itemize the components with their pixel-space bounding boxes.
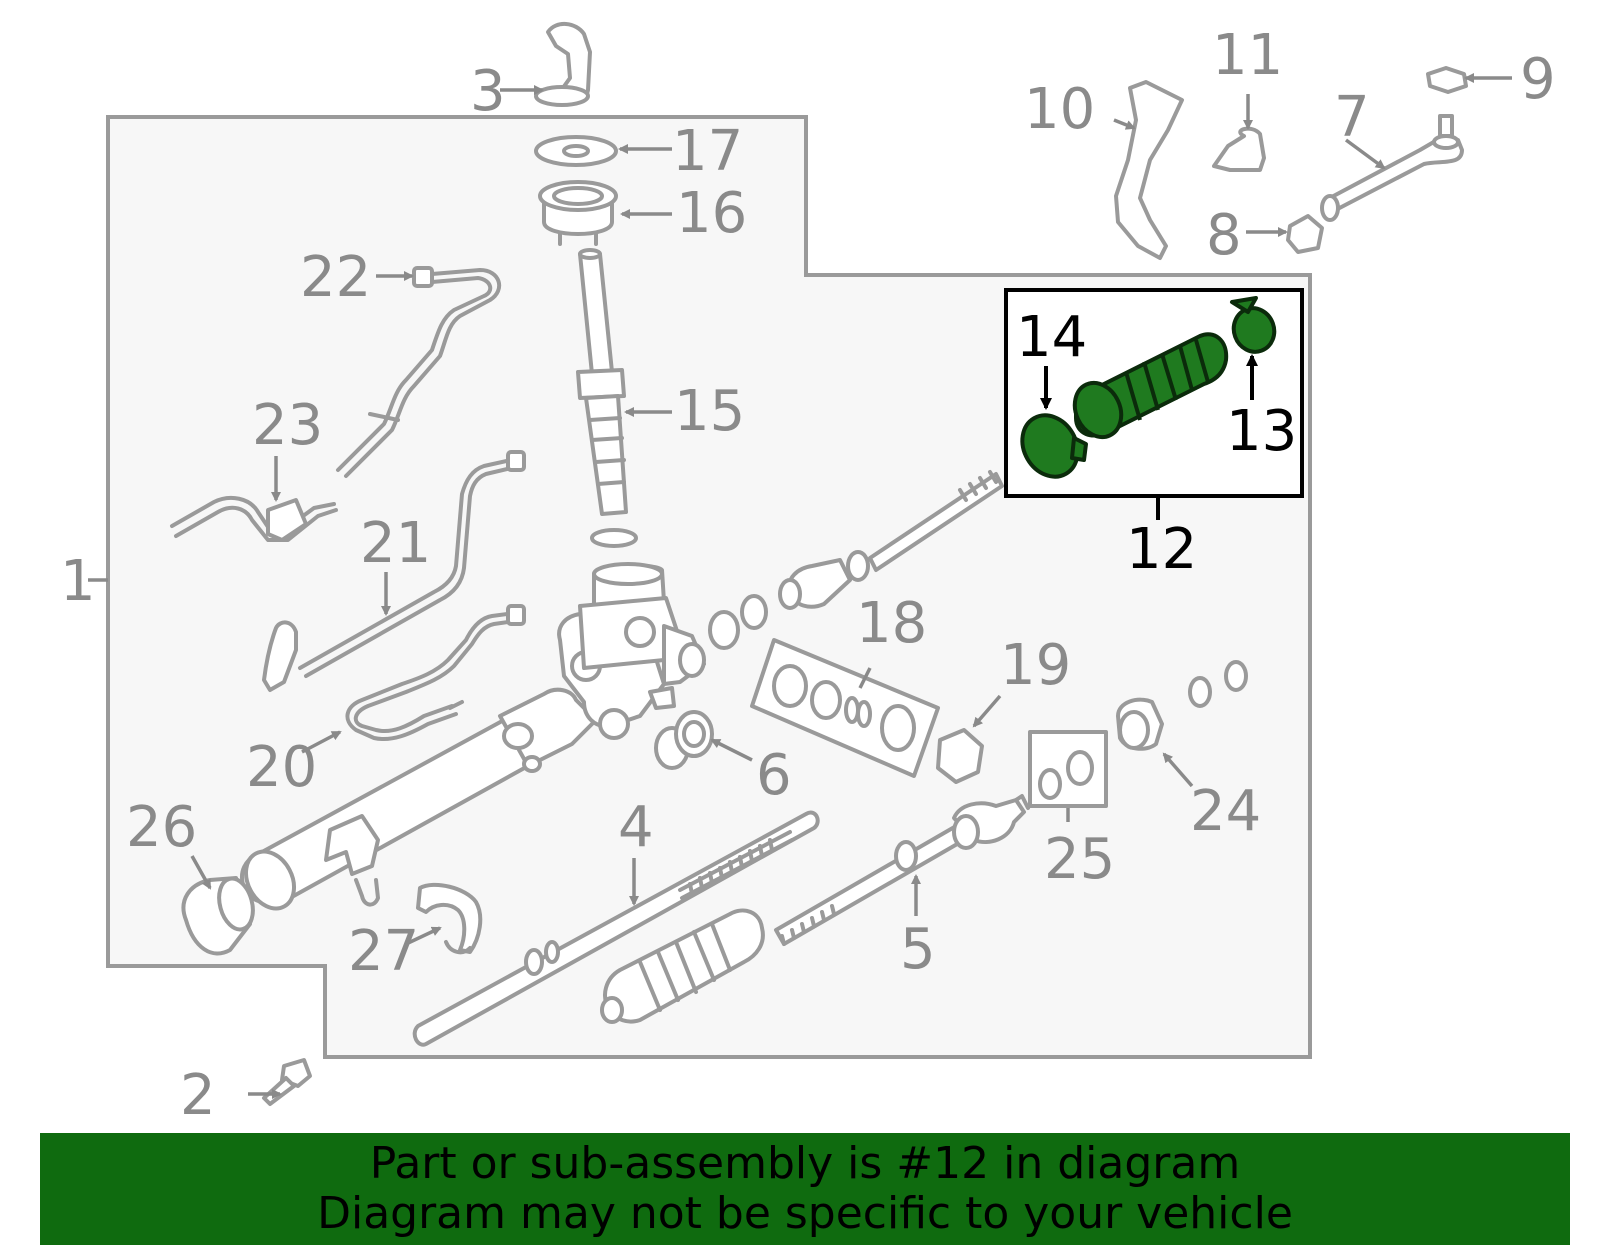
part-17-washer[interactable] [534, 135, 618, 167]
part-3-bracket[interactable] [534, 22, 592, 107]
label-10: 10 [1024, 77, 1095, 142]
part-20-pipe[interactable] [345, 604, 526, 741]
part-19-nut[interactable] [936, 728, 984, 784]
label-2: 2 [180, 1063, 216, 1128]
part-25-oring-kit[interactable] [1028, 730, 1108, 808]
part-12-boot[interactable] [1066, 332, 1229, 444]
banner-line-2: Diagram may not be specific to your vehi… [317, 1188, 1293, 1239]
part-26-cap[interactable] [181, 875, 258, 956]
part-14-clamp[interactable] [1011, 405, 1088, 486]
label-13: 13 [1226, 399, 1297, 464]
label-8: 8 [1206, 203, 1242, 268]
part-2-bolt[interactable] [262, 1058, 312, 1106]
label-18: 18 [856, 591, 927, 656]
part-16-cap[interactable] [538, 180, 618, 246]
assembly-outline [106, 115, 1312, 1059]
part-11-clip[interactable] [1212, 126, 1266, 172]
label-26: 26 [126, 795, 197, 860]
rack-boot-lower [600, 908, 765, 1024]
label-23: 23 [252, 393, 323, 458]
label-6: 6 [756, 743, 792, 808]
label-21: 21 [360, 511, 431, 576]
label-9: 9 [1520, 47, 1556, 112]
label-19: 19 [1000, 633, 1071, 698]
banner-line-1: Part or sub-assembly is #12 in diagram [369, 1138, 1241, 1189]
part-4-rack[interactable] [412, 810, 820, 1047]
label-5: 5 [900, 917, 936, 982]
part-6-bushing[interactable] [654, 710, 714, 770]
callout-labels: 1 2 3 4 5 6 7 8 9 10 11 12 13 14 15 16 1… [60, 23, 1556, 1128]
part-18-seal-kit[interactable] [750, 638, 940, 778]
part-7-tie-rod-end[interactable] [1320, 114, 1464, 222]
label-7: 7 [1334, 85, 1370, 150]
part-15-pinion-shaft[interactable] [576, 248, 638, 548]
label-24: 24 [1190, 779, 1261, 844]
part-21-pipe[interactable] [262, 450, 526, 692]
part-10-bracket[interactable] [1114, 80, 1184, 260]
label-4: 4 [618, 795, 654, 860]
part-22-pipe[interactable] [336, 266, 502, 478]
part-8-nut[interactable] [1286, 214, 1324, 254]
leader-lines [88, 73, 1512, 1099]
label-17: 17 [672, 119, 743, 184]
label-15: 15 [674, 379, 745, 444]
label-16: 16 [676, 181, 747, 246]
upper-tie-rod[interactable] [708, 470, 1004, 650]
label-22: 22 [300, 245, 371, 310]
label-25: 25 [1044, 827, 1115, 892]
part-23-bracket[interactable] [170, 495, 338, 542]
part-5-tie-rod[interactable] [774, 794, 1030, 946]
part-27-clamp[interactable] [416, 882, 483, 955]
label-1: 1 [60, 549, 96, 614]
part-24-bushing[interactable] [1116, 660, 1248, 751]
label-12: 12 [1126, 517, 1197, 582]
label-27: 27 [348, 919, 419, 984]
label-11: 11 [1212, 23, 1283, 88]
label-14: 14 [1016, 305, 1087, 370]
part-9-nut[interactable] [1426, 66, 1468, 94]
rack-housing[interactable] [236, 562, 706, 917]
label-3: 3 [470, 59, 506, 124]
info-banner: Part or sub-assembly is #12 in diagram D… [40, 1133, 1570, 1245]
label-20: 20 [246, 735, 317, 800]
part-13-clamp[interactable] [1228, 296, 1281, 358]
